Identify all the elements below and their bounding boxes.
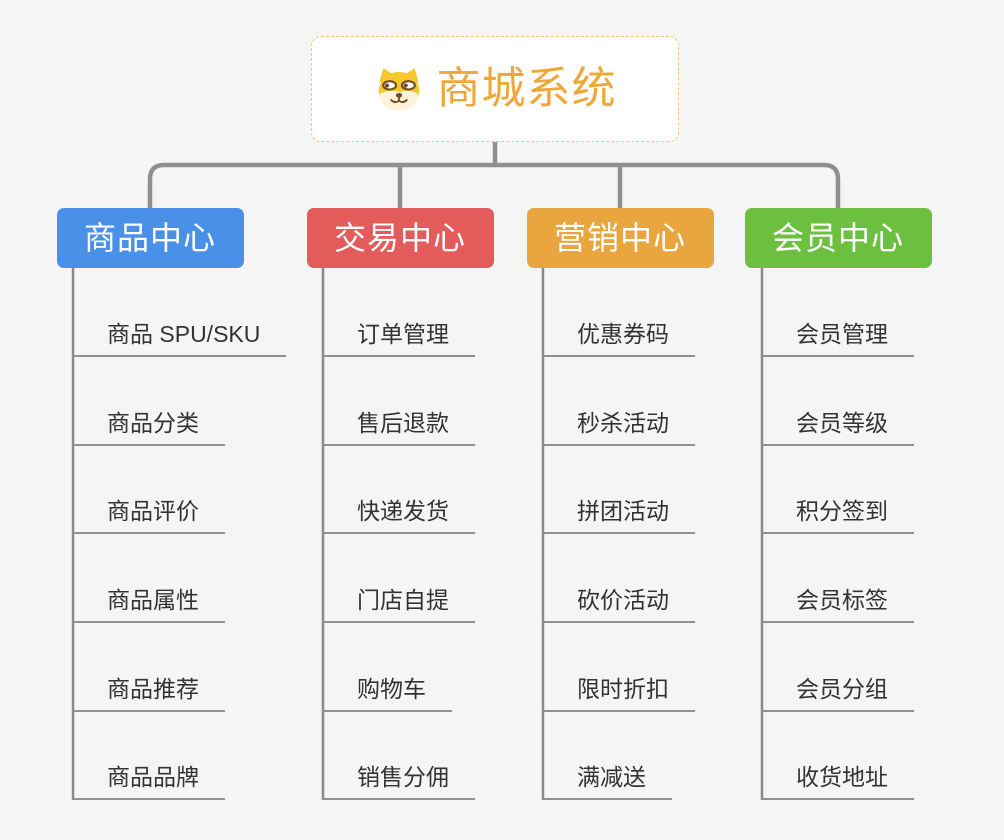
leaf-node[interactable]: 会员分组	[762, 678, 914, 712]
root-title: 商城系统	[436, 64, 617, 113]
root-node[interactable]: 商城系统	[311, 36, 679, 142]
leaf-node[interactable]: 拼团活动	[543, 500, 695, 534]
branch-node-4[interactable]: 会员中心	[744, 208, 932, 268]
branch-node-2[interactable]: 交易中心	[306, 208, 494, 268]
leaf-node[interactable]: 满减送	[543, 766, 672, 800]
connector-bus-line	[147, 162, 841, 209]
branch-node-3[interactable]: 营销中心	[526, 208, 714, 268]
leaf-node[interactable]: 会员管理	[762, 323, 914, 357]
leaf-node[interactable]: 商品 SPU/SKU	[73, 323, 287, 357]
leaf-node[interactable]: 售后退款	[323, 412, 475, 446]
leaf-node[interactable]: 会员标签	[762, 589, 914, 623]
leaf-node[interactable]: 快递发货	[323, 500, 475, 534]
leaf-node[interactable]: 收货地址	[762, 766, 914, 800]
leaf-node[interactable]: 积分签到	[762, 500, 914, 534]
leaf-node[interactable]: 购物车	[323, 678, 452, 712]
leaf-node[interactable]: 商品分类	[73, 412, 225, 446]
leaf-node[interactable]: 商品评价	[73, 500, 225, 534]
leaf-node[interactable]: 订单管理	[323, 323, 475, 357]
root-connectors	[147, 141, 841, 209]
leaf-node[interactable]: 商品属性	[73, 589, 225, 623]
leaf-node[interactable]: 秒杀活动	[543, 412, 695, 446]
leaf-node[interactable]: 限时折扣	[543, 678, 695, 712]
leaf-node[interactable]: 会员等级	[762, 412, 914, 446]
doge-icon	[374, 66, 424, 112]
leaf-node[interactable]: 销售分佣	[323, 766, 475, 800]
leaf-node[interactable]: 优惠券码	[543, 323, 695, 357]
branch-node-1[interactable]: 商品中心	[56, 208, 244, 268]
leaf-node[interactable]: 商品推荐	[73, 678, 225, 712]
leaf-node[interactable]: 门店自提	[323, 589, 475, 623]
leaf-node[interactable]: 砍价活动	[543, 589, 695, 623]
leaf-node[interactable]: 商品品牌	[73, 766, 225, 800]
